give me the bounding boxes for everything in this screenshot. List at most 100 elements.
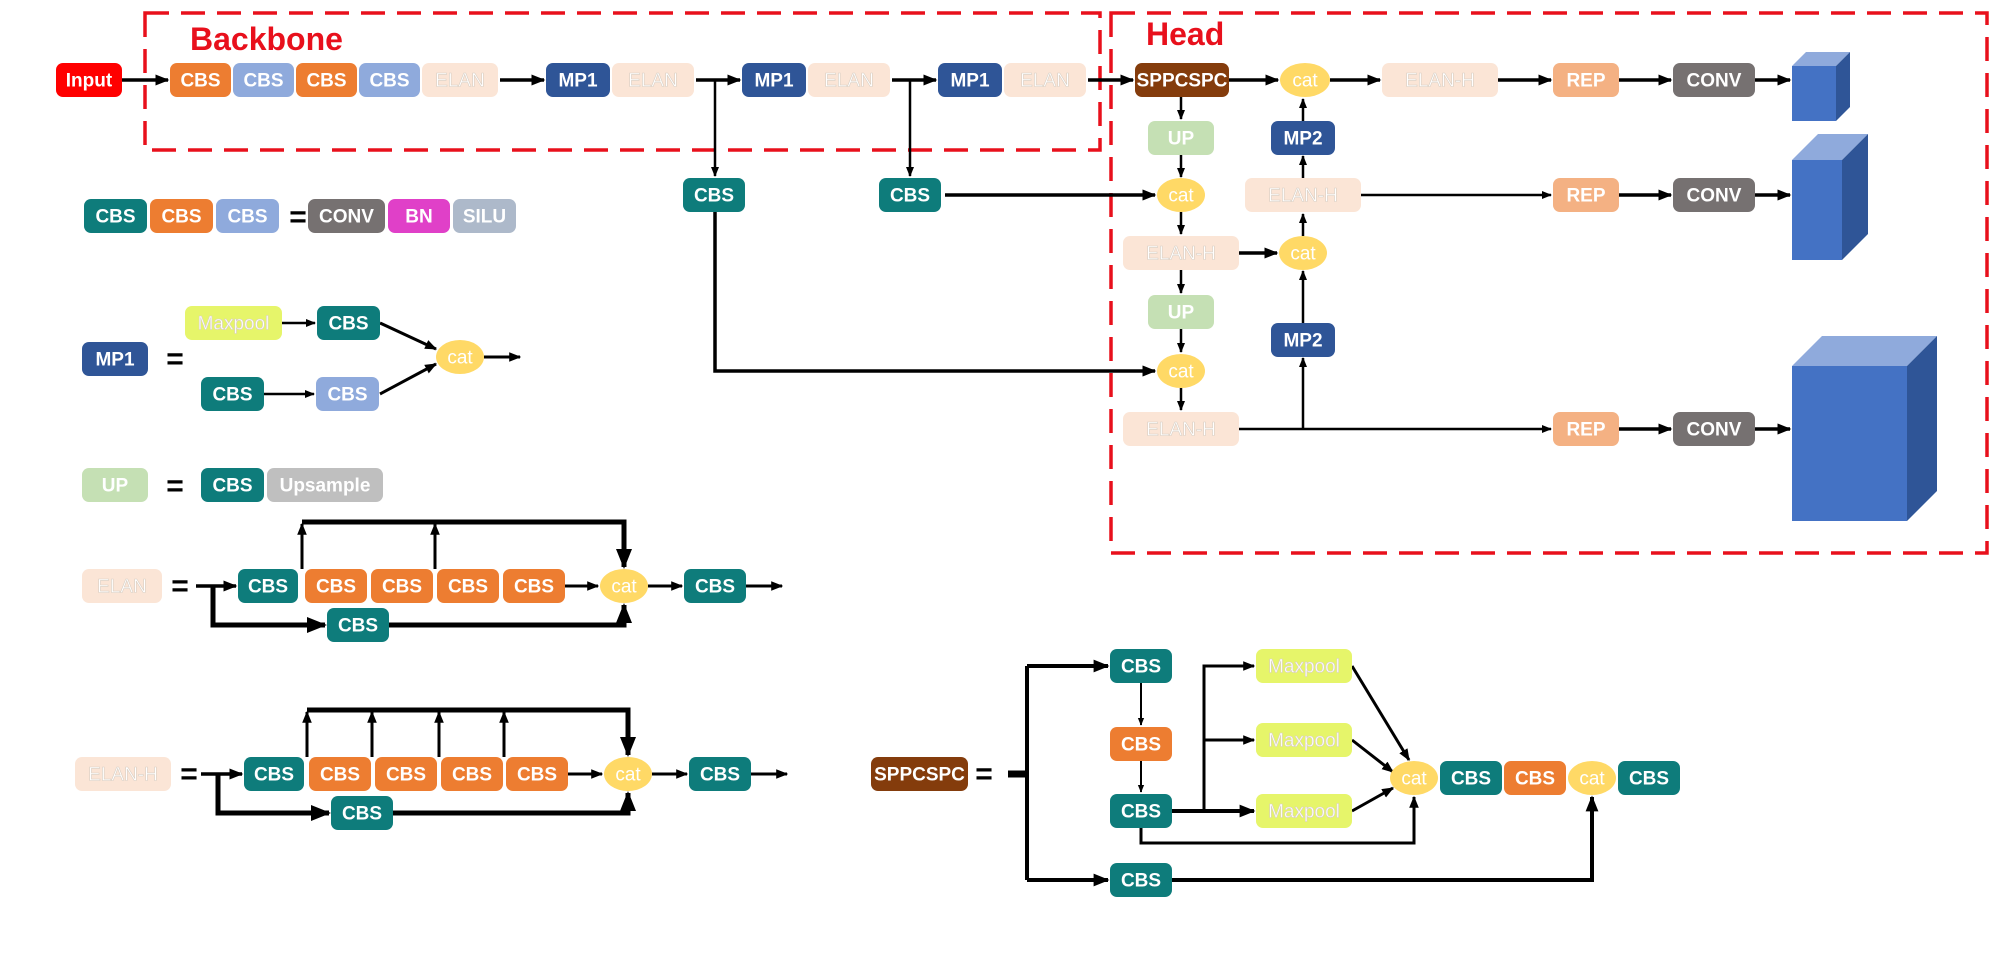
legend-elan-cbs-shortcut: CBS [327,608,389,642]
cbs-teal-shape [1110,794,1172,828]
block-label: CBS [227,207,267,228]
block-label: CBS [212,385,252,406]
connector-arrow [215,774,331,821]
legend-silu: SILU [453,199,516,233]
elan-h-shape [1123,236,1239,270]
block-label: CBS [890,186,930,207]
block-label: cat [1168,362,1194,383]
cbs-orange-shape [170,63,231,97]
block-label: CBS [248,577,288,598]
legend-cbs-equals: = [289,201,307,234]
block-label: CBS [514,577,554,598]
head-up-1: UP [1148,121,1214,155]
legend-mp1-cbs-bottom: CBS [201,377,264,411]
cat-shape [1157,354,1205,388]
block-label: UP [1168,129,1195,150]
cbs-teal-shape [327,608,389,642]
block-label: REP [1566,186,1605,207]
block-label: CBS [320,765,360,786]
block-label: CBS [342,804,382,825]
output-cube-large [1792,336,1937,521]
legend-elan-cbs-1: CBS [238,569,298,603]
cbs-teal-shape [683,178,745,212]
cube-front-face [1792,366,1907,521]
connector-arrow [713,212,1157,377]
backbone-stem-cbs-lightblue-2: CBS [233,63,294,97]
cbs-lightblue-shape [233,63,294,97]
legend-sppcspc: SPPCSPC [871,757,968,791]
block-label: ELAN-H [1146,244,1216,265]
elan-h-shape [75,757,171,791]
mp1-shape [938,63,1002,97]
legend-elan-h: ELAN-H [75,757,171,791]
legend-elan-h-cbs-3: CBS [375,757,437,791]
block-label: MP1 [558,71,598,92]
block-label: CBS [316,577,356,598]
rep-shape [1553,178,1619,212]
silu-shape [453,199,516,233]
bn-shape [388,199,450,233]
backbone-elan-4: ELAN [1004,63,1086,97]
block-label: cat [1290,244,1316,265]
block-label: Maxpool [1268,802,1340,823]
rep-shape [1553,63,1619,97]
connector-arrow [1202,661,1256,811]
elan-shape [612,63,694,97]
legend-sppcspc-cat-2: cat [1568,761,1616,795]
block-label: MP1 [95,350,135,371]
cbs-teal-shape [689,757,751,791]
conv-shape [1673,412,1755,446]
head-conv-1: CONV [1673,63,1755,97]
head-up-2: UP [1148,295,1214,329]
head-conv-3: CONV [1673,412,1755,446]
cube-side-face [1836,52,1850,121]
block-label: cat [1292,71,1318,92]
legend-mp1-cbs-top: CBS [317,306,380,340]
block-label: UP [102,476,129,497]
block-label: CONV [1687,71,1742,92]
head-elan-h-mid2: ELAN-H [1245,178,1361,212]
legend-sppcspc-cbs-5: CBS [1440,761,1502,795]
legend-cbs-teal: CBS [84,199,147,233]
connector-arrow [1139,795,1419,845]
cube-top-face [1792,134,1868,160]
cube-side-face [1907,336,1937,521]
connector-arrow [1350,665,1411,762]
block-label: CBS [382,577,422,598]
block-label: CBS [95,207,135,228]
backbone-mp1-2: MP1 [742,63,806,97]
cat-shape [604,757,652,791]
cbs-teal-shape [244,757,304,791]
legend-mp1-maxpool: Maxpool [185,306,282,340]
elan-h-shape [1123,412,1239,446]
cbs-orange-shape [441,757,503,791]
cbs-teal-shape [201,377,264,411]
block-label: CBS [1451,769,1491,790]
elan-shape [808,63,890,97]
head-title: Head [1146,16,1224,52]
cbs-orange-shape [506,757,568,791]
head-elan-h-mid1: ELAN-H [1123,236,1239,270]
input-block: Input [56,63,122,97]
legend-sppcspc-maxpool-1: Maxpool [1256,649,1352,683]
connector-arrow [379,321,438,351]
mp2-shape [1271,323,1335,357]
block-label: MP2 [1283,129,1322,150]
legend-sppcspc-equals: = [975,758,993,791]
up-shape [1148,295,1214,329]
legend-elan-h-cbs-1: CBS [244,757,304,791]
block-label: CBS [1121,871,1161,892]
legend-elan-h-cbs-shortcut: CBS [331,796,393,830]
head-mp2-2: MP2 [1271,323,1335,357]
edges-layer [122,74,1792,887]
upsample-shape [267,468,383,502]
block-label: CBS [1629,769,1669,790]
backbone-title: Backbone [190,21,343,57]
head-cat-mid1: cat [1157,178,1205,212]
block-label: ELAN-H [1405,71,1475,92]
output-cube-small [1792,52,1850,121]
block-label: Upsample [280,476,371,497]
cbs-teal-shape [1440,761,1502,795]
sppcspc-shape [1135,63,1229,97]
